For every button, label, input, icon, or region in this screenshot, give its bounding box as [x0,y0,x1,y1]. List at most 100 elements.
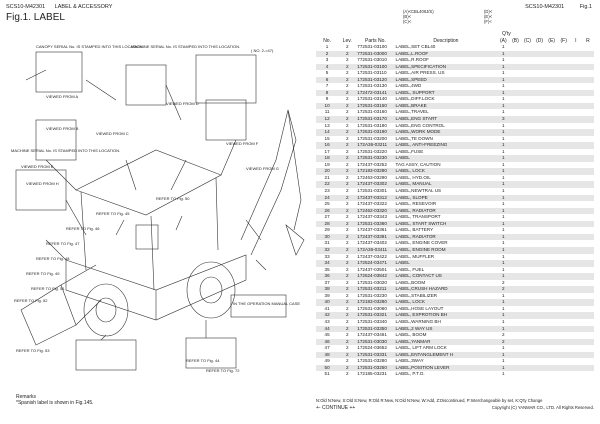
row-i [569,96,582,103]
row-r [581,220,594,228]
row-qty-empty [509,338,522,346]
row-parts-no: 172531-03150 [356,102,395,110]
row-description: LABEL,HOSE LAYOUT [394,305,498,313]
row-description: LABEL,SPEED [394,76,498,84]
row-qty-empty [545,142,558,149]
row-lev: 2 [338,299,357,306]
row-qty-empty [509,201,522,208]
callout-canopy-serial: CANOPY SERIAL No. IS STAMPED INTO THIS L… [36,44,144,49]
row-qty-empty [557,233,570,241]
row-qty-empty [557,142,570,149]
row-qty-empty [533,364,546,372]
row-qty-empty [557,109,570,117]
col-i: I [575,37,577,44]
row-r [581,102,594,110]
row-lev: 2 [338,351,357,359]
row-no: 28 [316,220,339,228]
row-i [569,371,582,378]
row-i [569,44,582,51]
row-qty-empty [545,299,558,306]
row-qty-empty [557,57,570,64]
row-qty-empty [557,76,570,84]
row-description: LABEL, RADIATOR [394,207,498,215]
row-no: 1 [316,44,339,51]
row-r [581,129,594,136]
row-qty-a: 1 [497,57,510,64]
row-qty-a: 2 [497,338,510,346]
row-parts-no: 172531-03020 [356,279,395,287]
row-parts-no: 172531-03060 [356,305,395,313]
row-no: 14 [316,129,339,136]
row-no: 8 [316,89,339,97]
parts-table: No. Lev. Parts No. Description (A) (B) (… [316,37,594,378]
row-qty-empty [509,63,522,71]
row-qty-empty [509,70,522,77]
row-qty-empty [509,273,522,280]
row-lev: 2 [338,260,357,267]
row-r [581,371,594,378]
row-qty-empty [545,325,558,333]
row-qty-empty [509,188,522,195]
row-lev: 2 [338,364,357,372]
row-no: 26 [316,207,339,215]
row-description: LABEL,BOOM [394,279,498,287]
row-qty-empty [521,161,534,169]
row-qty-a: 1 [497,227,510,234]
row-qty-empty [509,233,522,241]
model-options: (A)<CBL400J/S) (B)< (C)< [403,9,434,24]
row-r [581,201,594,208]
row-parts-no: 172437-03361 [356,227,395,234]
row-qty-empty [521,318,534,326]
ref-fig-45: REFER TO Fig. 45 [96,211,130,216]
row-no: 9 [316,96,339,103]
row-qty-empty [533,50,546,58]
row-no: 37 [316,279,339,287]
row-qty-a: 1 [497,214,510,221]
row-qty-empty [521,70,534,77]
view-d: VIEWED FROM D [166,101,199,106]
row-no: 4 [316,63,339,71]
row-qty-a: 1 [497,168,510,175]
row-qty-empty [521,292,534,300]
row-qty-empty [521,122,534,130]
row-qty-empty [509,332,522,339]
row-qty-empty [509,181,522,189]
row-lev: 2 [338,70,357,77]
row-qty-empty [509,345,522,352]
row-parts-no: 172437-03302 [356,181,395,189]
row-i [569,201,582,208]
row-qty-empty [557,305,570,313]
row-qty-empty [521,332,534,339]
row-qty-empty [521,207,534,215]
row-description: LABEL,DIFF.LOCK [394,96,498,103]
row-qty-empty [557,345,570,352]
view-g: VIEWED FROM G [246,166,279,171]
row-i [569,312,582,319]
row-qty-empty [521,312,534,319]
row-i [569,116,582,123]
row-qty-empty [545,233,558,241]
row-no: 11 [316,109,339,117]
row-no: 18 [316,155,339,162]
row-qty-a: 1 [497,109,510,117]
row-r [581,351,594,359]
row-qty-empty [545,109,558,117]
header-left: SCS10-M42301 LABEL & ACCESSORY [6,4,112,10]
row-parts-no: 172531-03230 [356,292,395,300]
option-c: (C)< [403,19,412,24]
continue-marker: +- CONTINUE ++ [316,405,356,411]
row-description: LABEL, MANUAL [394,181,498,189]
row-qty-empty [521,142,534,149]
row-qty-empty [545,181,558,189]
row-i [569,351,582,359]
row-qty-empty [509,116,522,123]
row-description: LABEL,3WAY [394,358,498,365]
